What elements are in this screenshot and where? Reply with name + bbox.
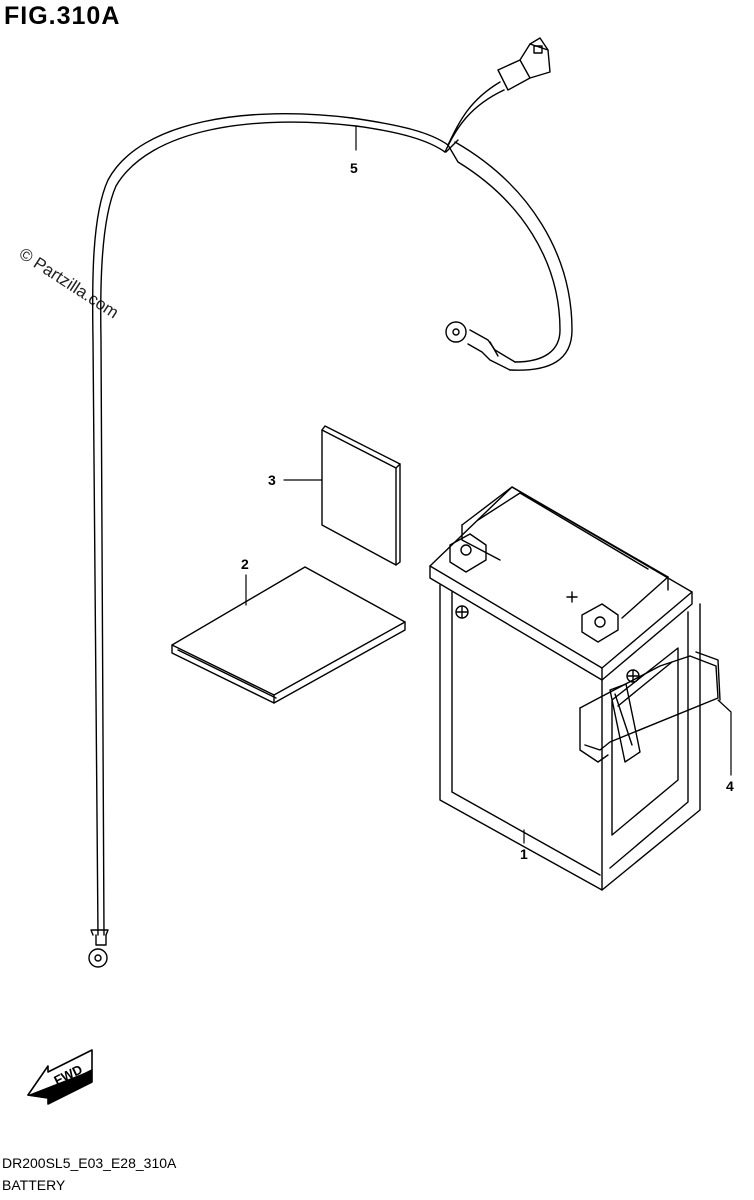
- figure-title: FIG.310A: [4, 2, 121, 30]
- callout-2: 2: [241, 556, 249, 572]
- leader-lines: [245, 125, 732, 844]
- callout-3: 3: [268, 472, 276, 488]
- callout-4: 4: [726, 778, 734, 794]
- leader-line-4: [717, 699, 732, 776]
- callout-1: 1: [520, 846, 528, 862]
- diagram-code: DR200SL5_E03_E28_310A: [2, 1155, 177, 1171]
- part-1-battery: [429, 486, 701, 891]
- part-2-sheet: [171, 566, 406, 704]
- diagram-name: BATTERY: [2, 1177, 66, 1193]
- fwd-arrow-icon: FWD: [27, 1049, 93, 1105]
- part-3-pad: [321, 425, 401, 566]
- callout-5: 5: [350, 160, 358, 176]
- part-5-cable: [88, 37, 573, 968]
- part-4-band: [579, 651, 721, 763]
